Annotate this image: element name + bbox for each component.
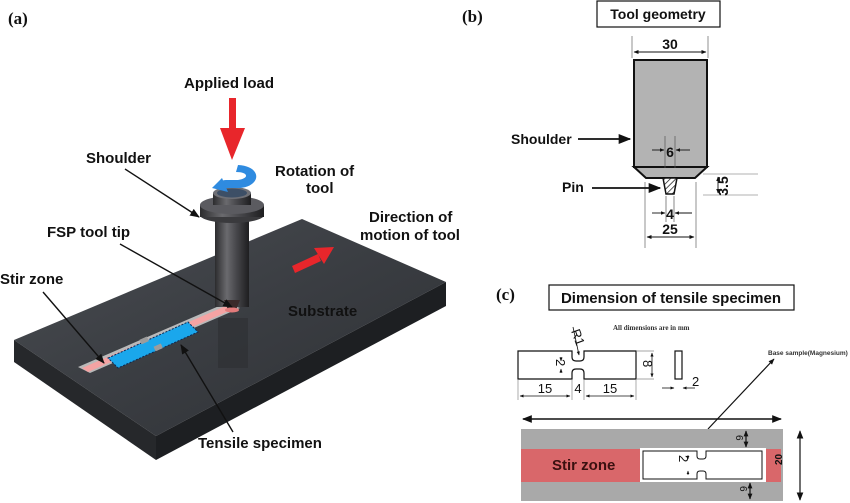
label-direction-line2: motion of tool <box>360 227 460 244</box>
label-b-pin: Pin <box>562 179 584 195</box>
tool-body-shape <box>633 59 708 168</box>
inner-specimen-drawing <box>642 450 763 480</box>
dim-pin-root: 6 <box>666 144 674 160</box>
tensile-specimen-drawing <box>517 350 637 380</box>
panel-c: (c) Dimension of tensile specimen All di… <box>496 284 848 501</box>
dim-radius: R1 <box>568 327 588 348</box>
dim-thickness: 2 <box>692 374 699 389</box>
panel-b-label: (b) <box>462 7 483 26</box>
dim-pin-length: 3.5 <box>715 176 731 196</box>
label-c-stir-zone: Stir zone <box>552 457 615 474</box>
label-rotation-line1: Rotation of <box>275 163 355 180</box>
tool-geometry-title: Tool geometry <box>610 6 706 22</box>
panel-a: (a) <box>0 9 460 460</box>
dim-pin-tip: 4 <box>666 206 674 222</box>
tool-chamfer-shape <box>631 166 710 179</box>
dim-overall-width: 8 <box>640 360 655 367</box>
leader-fsp-tool-tip <box>119 243 233 308</box>
applied-load-arrow-icon <box>220 98 245 160</box>
label-fsp-tool-tip: FSP tool tip <box>47 224 130 241</box>
label-direction-line1: Direction of <box>369 209 453 226</box>
label-shoulder: Shoulder <box>86 150 151 167</box>
tool-geometry-title-box <box>596 0 721 28</box>
dim-bottom-margin: 6 <box>737 486 748 492</box>
dim-gauge-width: 2 <box>553 359 568 366</box>
tensile-title: Dimension of tensile specimen <box>561 290 781 307</box>
leader-tensile-specimen <box>180 344 234 433</box>
dimensions-note: All dimensions are in mm <box>613 324 690 332</box>
label-base-sample: Base sample(Magnesium) <box>768 350 848 357</box>
label-tensile-specimen: Tensile specimen <box>198 435 322 452</box>
direction-arrow-icon <box>292 247 334 273</box>
dim-gauge-length: 4 <box>574 381 581 396</box>
dim-right-grip: 15 <box>603 381 617 396</box>
pin-shape <box>662 177 678 195</box>
panel-c-label: (c) <box>496 285 515 304</box>
tensile-title-box <box>548 284 795 311</box>
label-b-shoulder: Shoulder <box>511 131 572 147</box>
fsp-tool <box>200 187 264 368</box>
dim-chamfer-base: 25 <box>662 221 678 237</box>
dim-plate-width: 20 <box>774 453 785 465</box>
panel-b: (b) Tool geometry 30 6 3.5 4 25 <box>462 0 758 248</box>
tensile-specimen-shape <box>107 321 199 369</box>
rotation-arrow-icon <box>212 165 257 192</box>
leader-stir-zone <box>42 291 105 364</box>
dim-shoulder-diameter: 30 <box>662 36 678 52</box>
panel-a-label: (a) <box>8 9 28 28</box>
label-stir-zone: Stir zone <box>0 271 63 288</box>
dim-top-margin: 6 <box>733 435 744 441</box>
label-rotation-line2: tool <box>306 180 334 197</box>
label-substrate: Substrate <box>288 303 357 320</box>
dim-left-grip: 15 <box>538 381 552 396</box>
dim-inner-gauge: 2 <box>676 455 691 462</box>
leader-shoulder <box>124 168 200 218</box>
specimen-side-view <box>674 350 683 380</box>
label-applied-load: Applied load <box>184 75 274 92</box>
